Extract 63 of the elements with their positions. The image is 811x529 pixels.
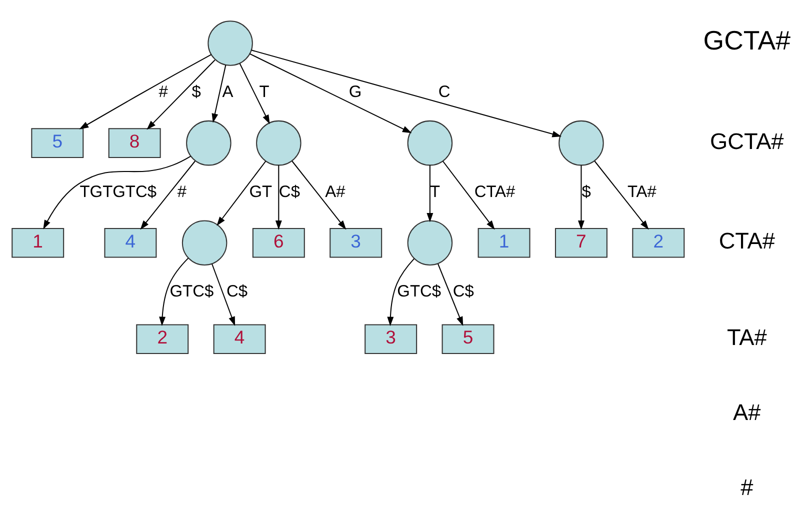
edge-label: #	[177, 182, 187, 201]
edge-label: C$	[226, 282, 248, 301]
label: #	[740, 475, 754, 500]
node-box: 4	[213, 324, 266, 354]
node-box: 1	[478, 228, 530, 258]
arrow	[426, 165, 434, 222]
arrow	[292, 160, 346, 230]
edge-label: A	[222, 83, 234, 102]
edge-label: TA#	[627, 182, 656, 201]
node-circle	[558, 120, 604, 166]
edge-label: $	[582, 182, 591, 201]
edge-label: G	[348, 83, 362, 102]
node-box: 2	[136, 324, 189, 354]
node-box: 1	[12, 228, 64, 258]
edge-label: #	[158, 83, 168, 102]
label: CTA#	[718, 228, 775, 254]
node-box: 6	[252, 228, 305, 258]
edge-label: T	[259, 83, 270, 102]
label: GCTA#	[710, 128, 784, 154]
node-box: 4	[104, 228, 157, 258]
arrow	[159, 258, 189, 326]
arrow	[140, 160, 196, 230]
label: TA#	[726, 324, 767, 350]
arrow	[79, 54, 212, 130]
edge-label: C$	[278, 182, 300, 201]
edge-label: CTA#	[474, 182, 516, 201]
arrow	[212, 264, 236, 326]
node-circle	[186, 120, 232, 166]
node-box: 8	[108, 128, 161, 158]
edge-label: $	[192, 83, 201, 102]
arrow	[275, 165, 282, 230]
node-box: 5	[442, 324, 494, 354]
arrow	[146, 60, 216, 130]
label: A#	[733, 400, 761, 425]
edge-label: C	[438, 83, 450, 102]
node-box: 2	[632, 228, 685, 258]
node-circle	[407, 120, 453, 166]
node-box: 7	[554, 228, 608, 258]
edge-label: GTC$	[397, 282, 442, 301]
arrow	[594, 160, 649, 230]
edge-label: TGTGTC$	[80, 182, 157, 201]
node-circle	[256, 120, 302, 166]
node-box: 3	[364, 324, 418, 354]
edge-label: GT	[249, 182, 272, 201]
arrow	[212, 64, 226, 123]
label: GCTA#	[703, 26, 791, 56]
arrow	[438, 264, 464, 326]
edge-label: C$	[452, 282, 474, 301]
edge-label: GTC$	[170, 282, 214, 301]
edge-label: A#	[325, 182, 346, 201]
node-circle	[407, 220, 453, 266]
arrow	[442, 160, 495, 230]
arrow	[43, 156, 191, 230]
arrow	[251, 50, 562, 138]
arrow	[578, 165, 584, 230]
arrow	[387, 258, 415, 326]
arrow	[250, 53, 412, 134]
node-circle	[208, 20, 253, 66]
node-box: 5	[31, 128, 84, 158]
node-box: 3	[330, 228, 382, 258]
arrow	[239, 63, 270, 124]
node-circle	[182, 220, 228, 266]
arrow	[216, 160, 266, 226]
